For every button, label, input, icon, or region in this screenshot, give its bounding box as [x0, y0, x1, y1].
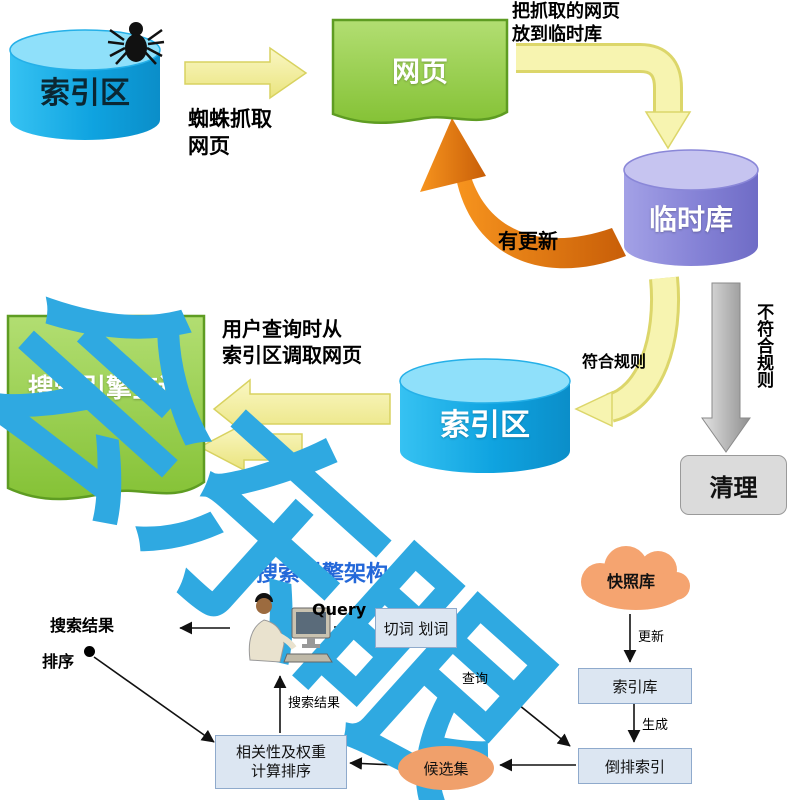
- sort-note: 排序: [42, 652, 75, 671]
- crawl-note: 蜘蛛抓取 网页: [188, 107, 272, 159]
- rule-match-note: 符合规则: [582, 352, 647, 371]
- arrow-indexdb-to-query-big: [212, 378, 391, 440]
- query-page-shape: 搜索引擎查询: [5, 310, 207, 510]
- result-label: 搜索结果: [288, 696, 341, 711]
- update-arrow-label: 更新: [638, 630, 665, 645]
- query-arrow-label: 查询: [462, 672, 489, 687]
- index-db-cylinder-2: 索引区: [395, 356, 575, 478]
- candidate-set-label: 候选集: [423, 759, 469, 778]
- cylinder-shape: [623, 149, 759, 266]
- arrow-indexdb-to-query-small: [198, 422, 303, 472]
- inverted-index-box: 倒排索引: [578, 748, 692, 784]
- arrow-tempdb-to-clean: [701, 282, 751, 453]
- snapshot-cloud: 快照库: [566, 542, 696, 614]
- mid-note: 用户查询时从 索引区调取网页: [222, 317, 362, 367]
- temp-db-label: 临时库: [648, 203, 733, 236]
- spider-icon: [107, 22, 165, 65]
- arrow-update-orange: [420, 118, 626, 269]
- arrow-tempdb-to-indexdb: [574, 276, 680, 428]
- cloud-shape: [581, 546, 690, 610]
- bottom-title: 搜索引擎架构: [256, 562, 389, 587]
- rank-box: 相关性及权重 计算排序: [215, 735, 347, 789]
- query-page-label: 搜索引擎查询: [27, 374, 184, 404]
- document-shape: [6, 314, 206, 501]
- webpage-label: 网页: [391, 55, 448, 88]
- document-shape: [331, 18, 509, 124]
- cylinder-shape: [399, 358, 571, 473]
- connector-dot: [84, 646, 95, 657]
- update-note: 有更新: [498, 229, 558, 253]
- arrow-segment-to-inverted: [447, 647, 571, 747]
- candidate-set-ellipse: 候选集: [398, 746, 494, 790]
- arrow-crawl-right: [184, 46, 308, 100]
- clean-label: 清理: [709, 473, 758, 502]
- arrow-candidate-to-rank: [349, 757, 397, 770]
- line-dot-to-rank: [93, 656, 215, 743]
- index-lib-label: 索引库: [612, 677, 658, 696]
- generate-arrow-label: 生成: [642, 718, 669, 733]
- user-at-computer-icon: [248, 593, 333, 663]
- inverted-index-label: 倒排索引: [604, 757, 665, 776]
- arrow-webpage-to-tempdb: [516, 43, 692, 150]
- result-quality-note: 搜索结果: [50, 616, 115, 635]
- rule-mismatch-note: 不符合规则: [753, 303, 774, 388]
- clean-box: 清理: [680, 455, 787, 515]
- query-label: Query: [312, 600, 367, 619]
- fetch-note: 把抓取的网页 放到临时库: [512, 1, 620, 46]
- temp-db-cylinder: 临时库: [620, 146, 762, 274]
- index-lib-box: 索引库: [578, 668, 692, 704]
- snapshot-label: 快照库: [606, 572, 655, 591]
- segment-box: 切词 划词: [375, 608, 457, 648]
- index-db-cylinder-1: 索引区: [5, 26, 165, 144]
- segment-label: 切词 划词: [383, 619, 449, 638]
- webpage-shape: 网页: [330, 14, 510, 132]
- cylinder-shape: [9, 29, 161, 140]
- index-db2-label: 索引区: [440, 408, 530, 443]
- index-db-label: 索引区: [40, 76, 130, 111]
